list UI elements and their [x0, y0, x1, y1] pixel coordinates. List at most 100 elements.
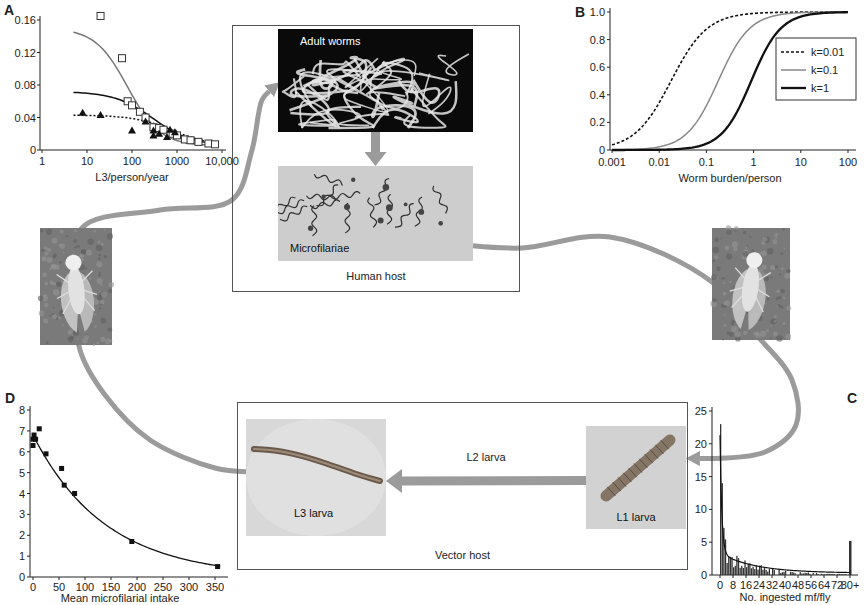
data-square — [205, 140, 212, 147]
blackfly-photo — [44, 303, 49, 308]
blackfly-photo — [88, 238, 94, 244]
blackfly-photo — [780, 252, 783, 255]
legend-text: k=1 — [811, 83, 829, 94]
histogram-bar — [756, 566, 757, 575]
histogram-bar — [754, 569, 755, 575]
legend-sample — [781, 51, 806, 53]
blackfly-photo — [723, 324, 726, 327]
microfilaria — [312, 206, 317, 236]
node-label: Microfilariae — [290, 242, 349, 255]
histogram-bar — [766, 570, 767, 575]
blackfly-photo — [53, 255, 56, 258]
blackfly-photo — [714, 255, 718, 259]
fit-curve — [73, 92, 213, 143]
photo-panel: Microfilariae — [278, 166, 473, 261]
tick-mark — [37, 85, 40, 86]
blackfly-photo — [63, 251, 65, 253]
data-square — [160, 126, 167, 133]
data-triangle — [97, 111, 105, 118]
blackfly-photo — [53, 289, 60, 296]
histogram-bar — [849, 541, 852, 575]
tick-label: 15 — [695, 471, 707, 482]
histogram-bar — [785, 571, 786, 575]
blackfly-photo — [59, 261, 62, 264]
tick-mark — [709, 542, 712, 543]
tick-label: 300 — [180, 582, 198, 593]
blackfly-photo — [70, 342, 72, 344]
photo-panel: L1 larva — [586, 426, 686, 529]
tick-mark — [27, 493, 30, 494]
tick-mark — [785, 575, 786, 578]
blackfly-photo — [85, 267, 87, 269]
data-triangle — [142, 118, 150, 125]
histogram-bar — [733, 567, 734, 575]
panel-c-chart — [709, 407, 858, 578]
blackfly-photo — [710, 225, 791, 342]
tick-mark — [27, 451, 30, 452]
histogram-bar — [842, 574, 843, 576]
tick-label: 1 — [39, 156, 45, 167]
tick-label: 24 — [753, 580, 765, 591]
blackfly-photo — [93, 230, 95, 232]
tick-label: 0 — [599, 145, 605, 156]
panel-letter: A — [4, 3, 14, 17]
cell-dot — [383, 184, 390, 191]
blackfly-photo — [745, 251, 763, 269]
histogram-bar — [741, 566, 742, 575]
data-triangle — [155, 130, 163, 137]
cell-dot — [321, 194, 325, 198]
data-point — [37, 426, 42, 431]
tick-mark — [709, 411, 712, 412]
blackfly-photo — [763, 237, 770, 244]
histogram-bar — [740, 568, 741, 575]
blackfly-photo — [786, 306, 791, 311]
adult-worm — [371, 71, 449, 93]
blackfly-photo — [766, 329, 769, 332]
tick-mark — [709, 575, 712, 576]
histogram-bar — [837, 574, 838, 576]
histogram-bar — [757, 570, 758, 575]
blackfly-photo — [722, 277, 725, 280]
tick-mark — [111, 577, 112, 580]
tick-label: 0.4 — [590, 89, 605, 100]
blackfly-photo — [712, 247, 719, 254]
histogram-bar — [813, 573, 814, 575]
host-box: Human hostAdult wormsMicrofilariae — [232, 25, 520, 292]
blackfly-photo — [43, 318, 48, 323]
blackfly-photo — [739, 263, 762, 313]
cell-dot — [351, 178, 355, 182]
tick-mark — [137, 577, 138, 580]
blackfly-photo — [101, 292, 107, 298]
microfilaria — [278, 200, 304, 214]
blackfly-photo — [723, 302, 727, 306]
blackfly-photo — [779, 273, 781, 275]
histogram-bar — [821, 574, 822, 575]
histogram-bar — [779, 569, 780, 575]
fit-curve — [720, 435, 850, 572]
blackfly-photo — [726, 229, 731, 234]
blackfly-photo — [38, 228, 114, 346]
blackfly-photo — [39, 311, 45, 317]
blackfly-photo — [770, 319, 776, 325]
blackfly-photo — [108, 289, 112, 293]
tick-label: 1 — [19, 551, 25, 562]
blackfly-photo — [711, 274, 717, 280]
tick-mark — [27, 472, 30, 473]
tick-label: 8 — [19, 405, 25, 416]
tick-mark — [33, 577, 34, 580]
panel-b-chart — [607, 8, 856, 153]
histogram-bar — [743, 568, 744, 575]
tick-mark — [709, 476, 712, 477]
blackfly-photo — [734, 226, 739, 231]
blackfly-photo — [745, 246, 748, 249]
blackfly-photo — [743, 231, 747, 235]
adult-worm — [290, 89, 329, 115]
larva-stripe — [650, 450, 658, 459]
data-point — [59, 466, 64, 471]
blackfly-photo — [99, 254, 102, 257]
tick-label: 0.04 — [15, 112, 36, 123]
blackfly-photo — [62, 324, 64, 326]
blackfly-photo — [788, 270, 791, 273]
tick-label: 1 — [751, 157, 757, 168]
tick-mark — [850, 575, 851, 578]
